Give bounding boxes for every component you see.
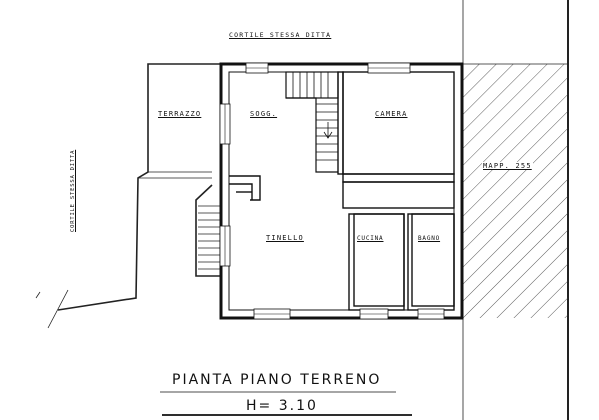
label-cortile-side: CORTILE STESSA DITTA (70, 149, 76, 232)
plan-height: H= 3.10 (246, 398, 318, 414)
terrace-outline (57, 63, 221, 311)
label-cortile-top: CORTILE STESSA DITTA (229, 31, 332, 39)
plan-title: PIANTA PIANO TERRENO (172, 372, 382, 388)
label-bagno: BAGNO (418, 235, 441, 242)
internal-staircase (285, 71, 339, 173)
interior-partitions (229, 71, 455, 311)
label-cucina: CUCINA (357, 235, 384, 242)
label-sogg: SOGG. (250, 110, 278, 118)
neighbour-parcel-hatch (463, 64, 568, 318)
label-terrazzo: TERRAZZO (158, 110, 202, 118)
window-openings (219, 62, 445, 320)
label-mapp: MAPP. 255 (482, 162, 533, 170)
label-tinello: TINELLO (266, 234, 304, 242)
building-walls (219, 62, 464, 320)
external-staircase (195, 184, 221, 277)
label-camera: CAMERA (375, 110, 408, 118)
